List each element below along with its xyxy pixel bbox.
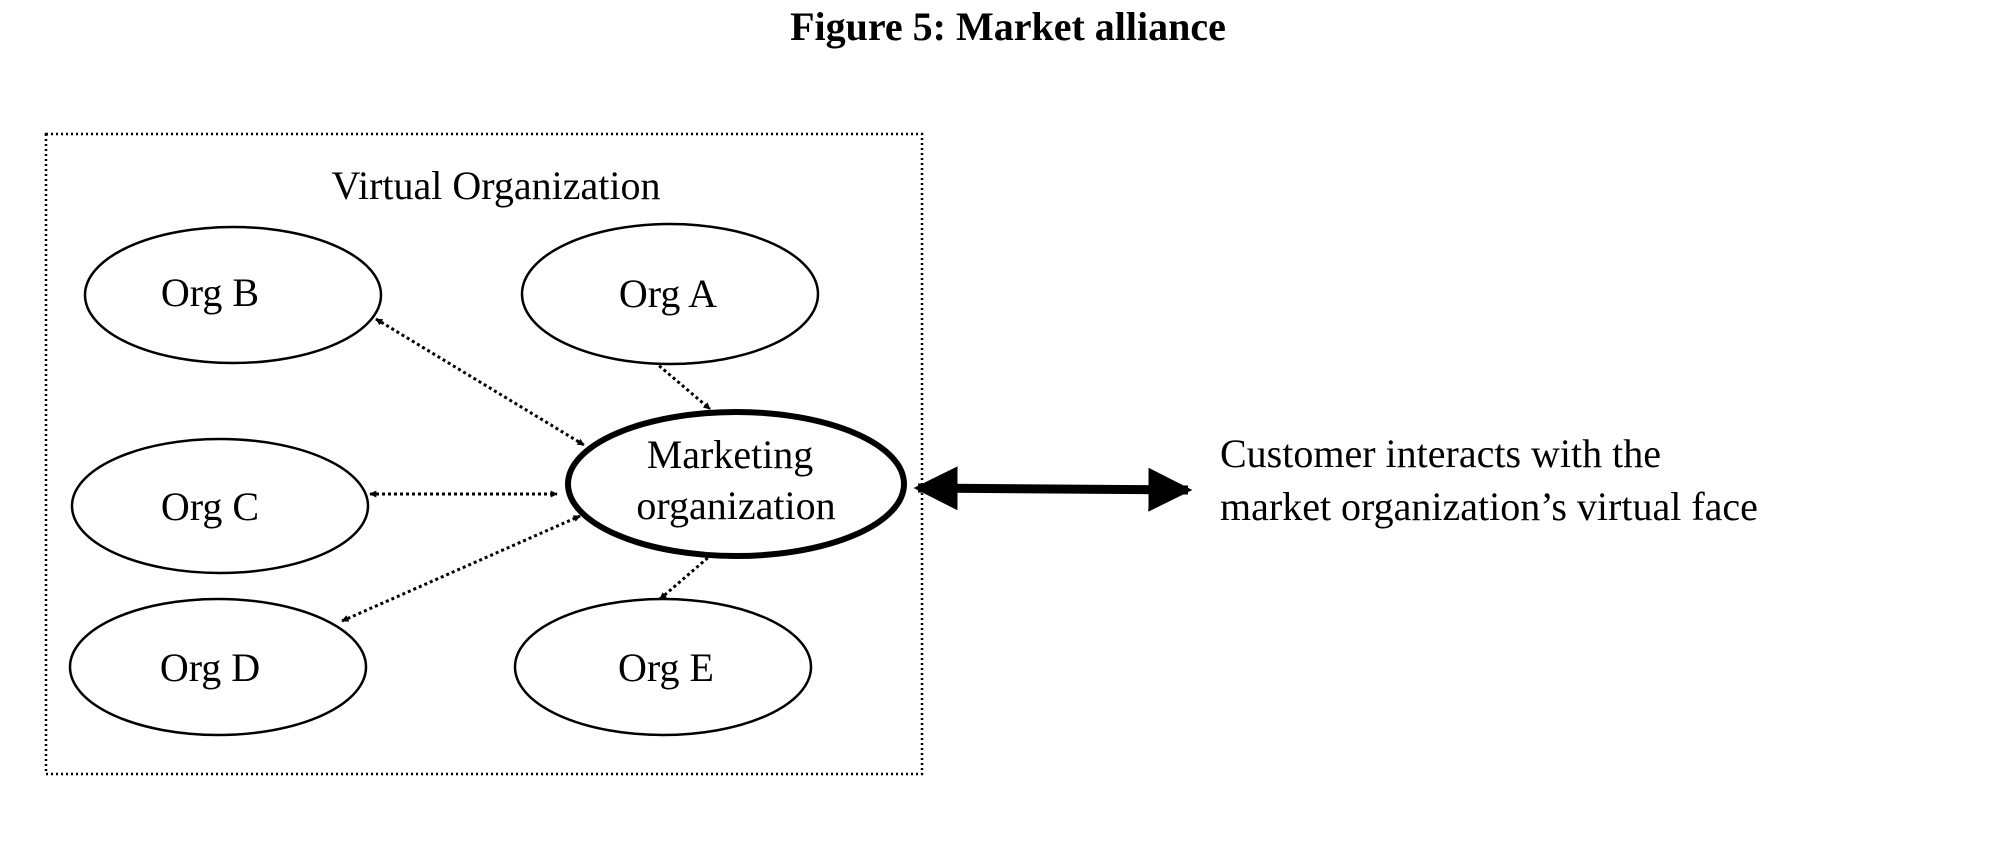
marketing-label-line2: organization — [636, 483, 835, 528]
marketing-label-line1: Marketing — [647, 432, 814, 477]
org-e-label: Org E — [618, 645, 714, 690]
org-d-label: Org D — [160, 645, 260, 690]
customer-text-line1: Customer interacts with the — [1220, 431, 1661, 476]
customer-text-line2: market organization’s virtual face — [1220, 484, 1758, 529]
org-c-node — [70, 437, 370, 575]
figure-title: Figure 5: Market alliance — [790, 4, 1226, 49]
org-b-label: Org B — [161, 270, 259, 315]
virtual-organization-label: Virtual Organization — [332, 163, 661, 208]
org-a-node — [520, 222, 820, 366]
org-e-node — [513, 597, 813, 737]
marketing-organization-node — [565, 409, 907, 559]
link-org-b-marketing — [375, 317, 585, 447]
org-a-label: Org A — [619, 271, 717, 316]
org-c-label: Org C — [161, 484, 259, 529]
link-org-d-marketing — [341, 514, 581, 623]
virtual-organization-frame — [44, 132, 924, 776]
org-b-node — [83, 225, 383, 365]
link-org-e-marketing — [659, 547, 719, 601]
customer-interaction-arrow — [913, 466, 1193, 512]
org-d-node — [68, 597, 368, 737]
link-org-a-marketing — [649, 356, 711, 411]
